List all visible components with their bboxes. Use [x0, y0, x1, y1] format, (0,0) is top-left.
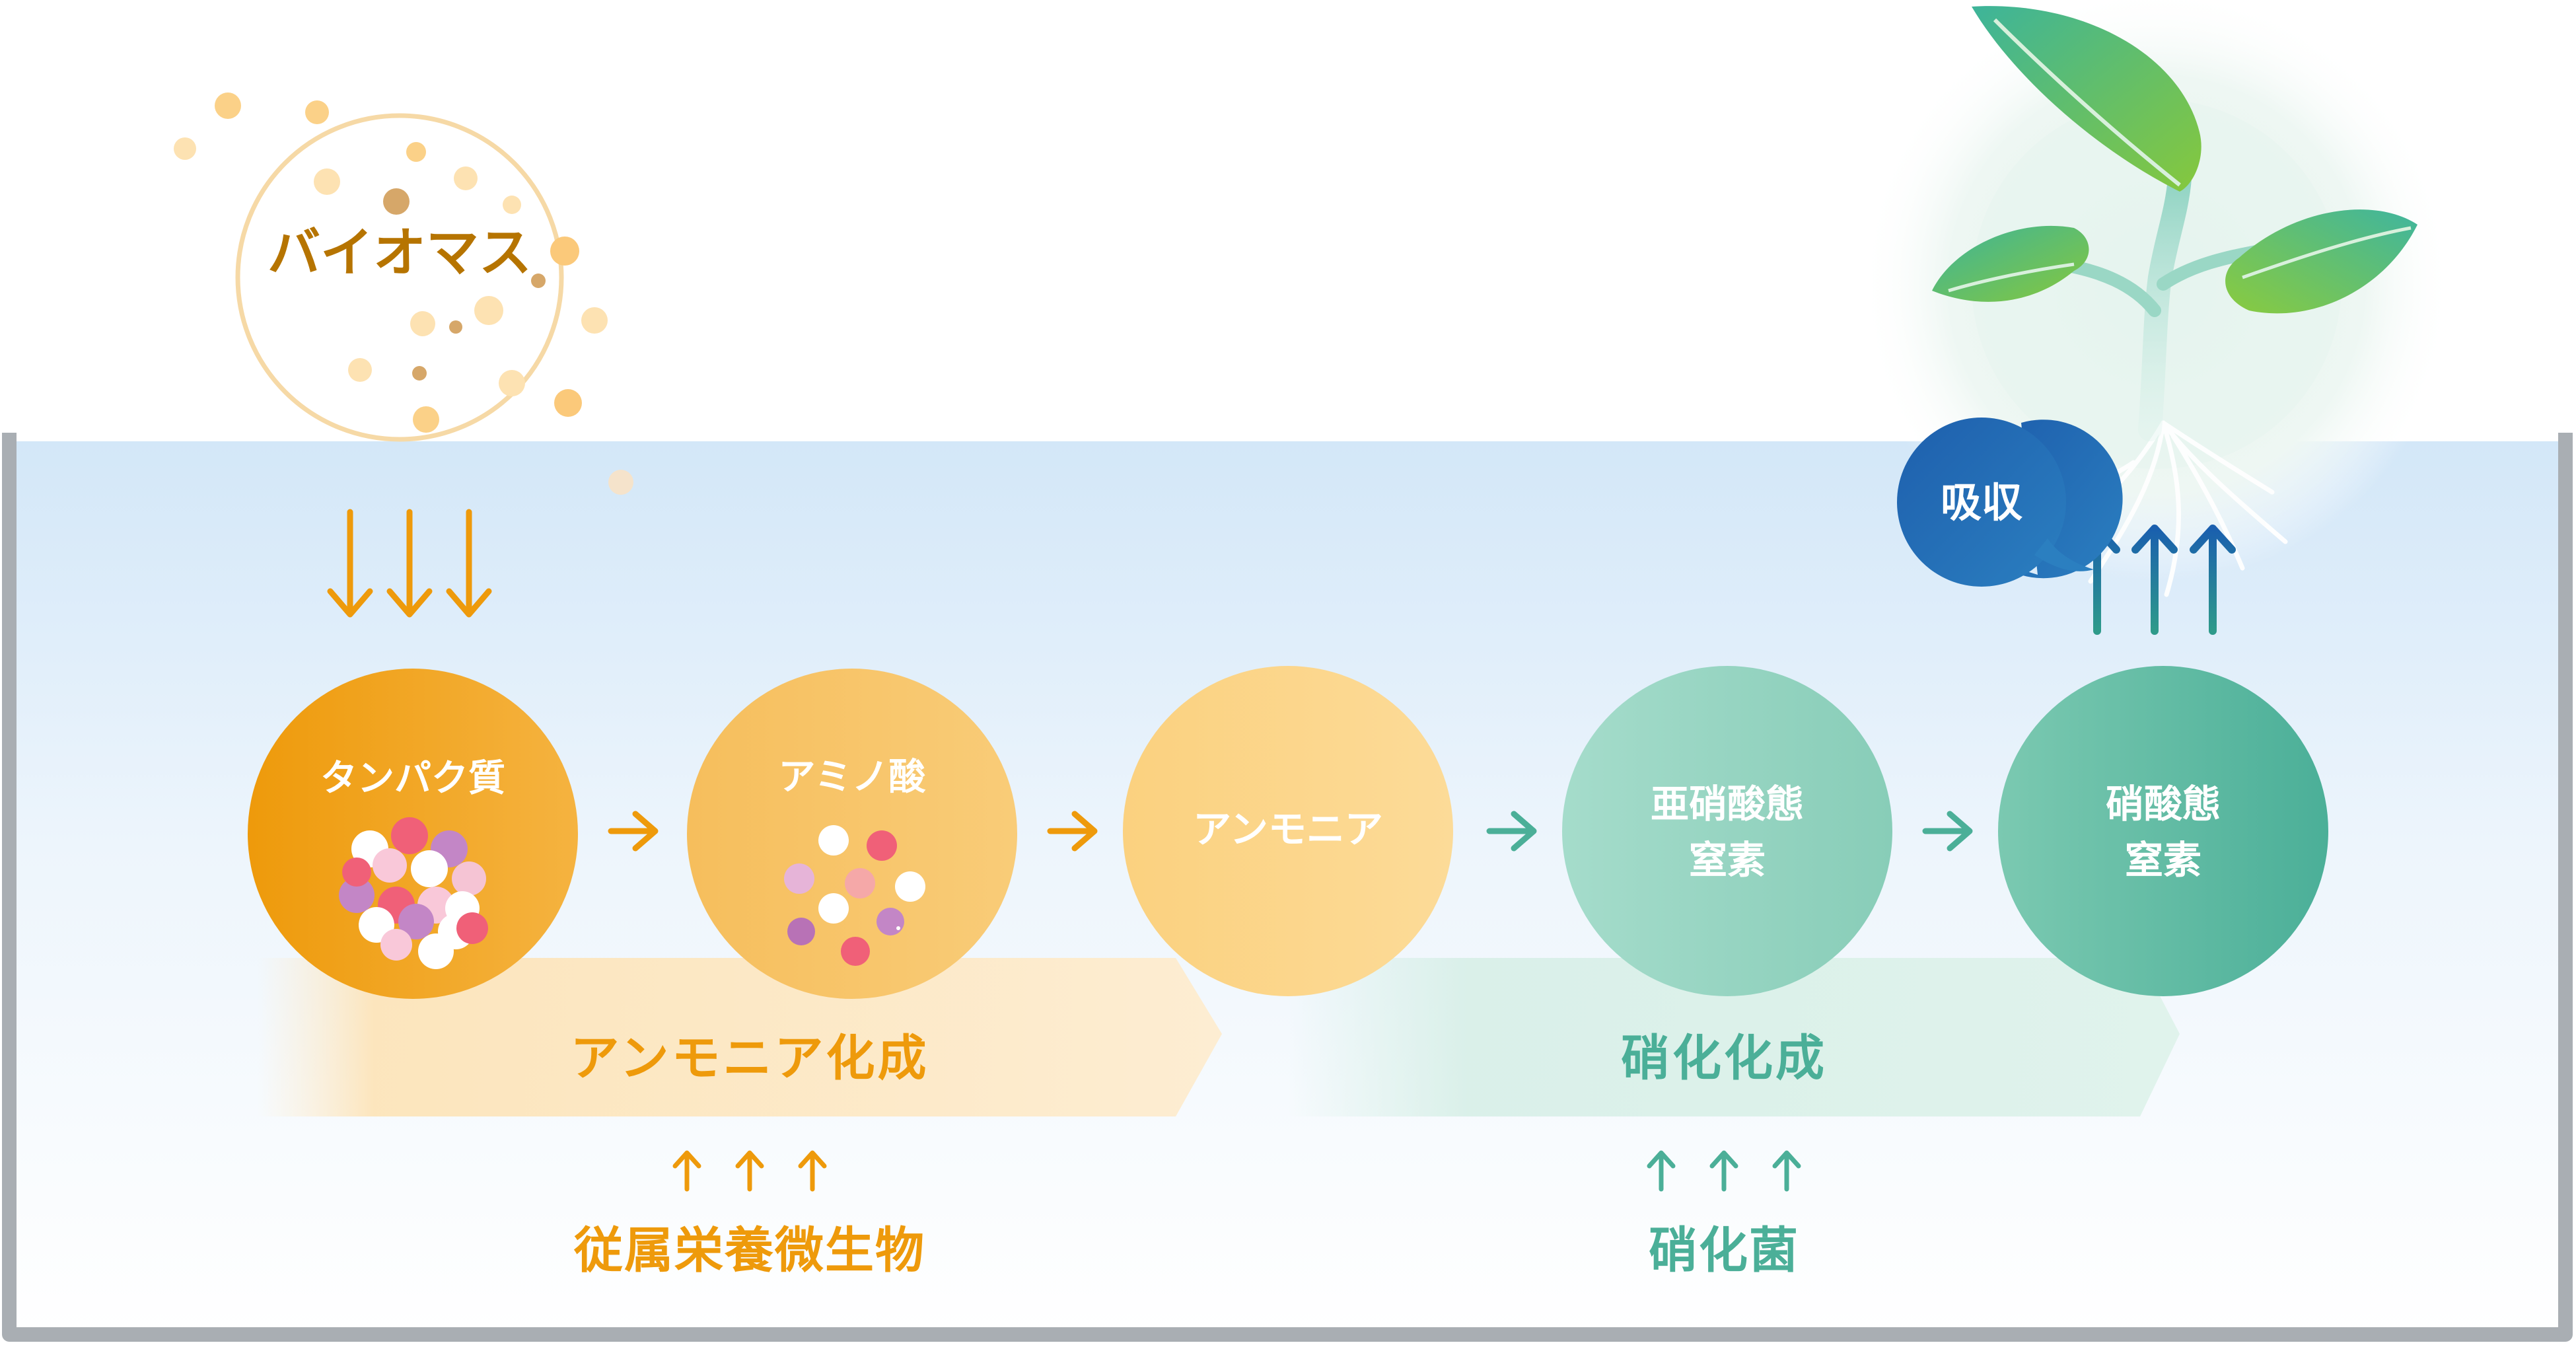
nitrite-node	[1562, 666, 1892, 996]
amino-acid-label: アミノ酸	[779, 756, 927, 799]
nitrification-label: 硝化化成	[1621, 1030, 1827, 1087]
tank-outline	[2, 433, 2573, 1342]
flow-arrows	[608, 811, 1973, 852]
biomass-input-arrows	[327, 509, 492, 618]
biomass-label: バイオマス	[268, 222, 532, 283]
arrow-protein-amino	[608, 811, 659, 852]
amino-acid-molecules	[784, 825, 925, 966]
protein-molecule-cluster	[339, 817, 488, 969]
ammonification-label: アンモニア化成	[570, 1030, 929, 1087]
arrow-ammonia-nitrite	[1486, 811, 1537, 852]
biomass-circle	[235, 113, 564, 442]
arrow-nitrite-nitrate	[1922, 811, 1973, 852]
absorption-bubble: 吸収	[1897, 418, 2123, 587]
nitrifier-arrows	[1647, 1150, 1801, 1192]
nitrate-label-line1: 硝酸態	[2106, 782, 2221, 826]
heterotroph-label: 従属栄養微生物	[573, 1222, 925, 1279]
nitrite-label-line2: 窒素	[1689, 838, 1766, 883]
nitrifier-label: 硝化菌	[1649, 1222, 1799, 1279]
protein-label: タンパク質	[320, 757, 505, 800]
arrow-amino-ammonia	[1047, 811, 1098, 852]
nitrate-node	[1998, 666, 2328, 996]
nitrification-band	[1288, 958, 2180, 1116]
nitrite-label-line1: 亜硝酸態	[1651, 782, 1804, 826]
ammonification-band	[258, 958, 1222, 1116]
ammonia-label: アンモニア	[1193, 807, 1383, 852]
plant-icon	[1932, 6, 2417, 597]
nitrate-label-line2: 窒素	[2125, 838, 2201, 883]
absorption-label: 吸収	[1941, 478, 2022, 527]
amino-acid-node	[687, 669, 1017, 999]
biomass-group: バイオマス	[174, 92, 633, 495]
ammonia-node	[1123, 666, 1453, 996]
heterotroph-arrows	[672, 1150, 827, 1192]
